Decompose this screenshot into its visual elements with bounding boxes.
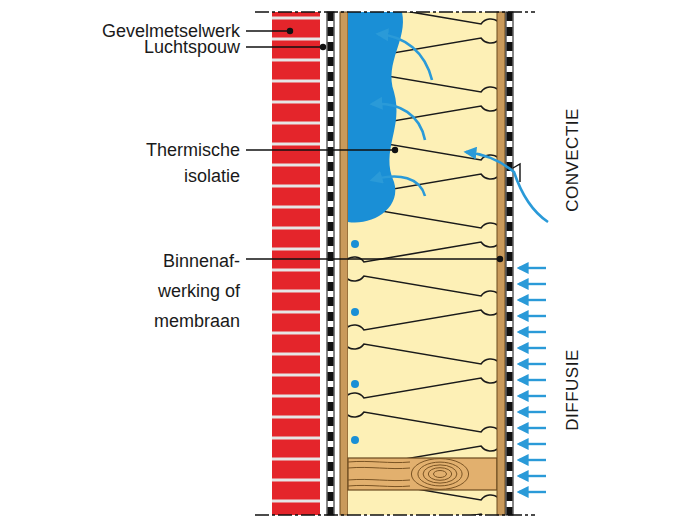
- inner-board: [497, 12, 505, 515]
- diffusion-arrow: [519, 475, 546, 477]
- outer-board: [340, 12, 348, 515]
- diffusion-arrow: [519, 267, 546, 269]
- wood-grain: [348, 459, 469, 490]
- process-label: CONVECTIE: [563, 108, 583, 212]
- diffusion-arrow: [519, 459, 546, 461]
- grain-ring: [411, 459, 468, 490]
- convection-arrows: [372, 34, 548, 222]
- mortar-joint: [272, 164, 320, 167]
- mortar-joint: [272, 59, 320, 62]
- mortar-joint: [272, 122, 320, 125]
- air-cavity: [320, 12, 340, 515]
- brick-facade: [272, 12, 320, 515]
- condensation-zone: [348, 12, 403, 223]
- mortar-joint: [272, 38, 320, 41]
- grain-line: [348, 479, 410, 480]
- diffusion-arrow: [519, 299, 546, 301]
- mortar-joint: [272, 269, 320, 272]
- leader-lines: [246, 31, 500, 259]
- diffusion-arrows: [519, 268, 546, 492]
- condensation-droplets: [351, 240, 359, 444]
- diffusion-arrow: [519, 363, 546, 365]
- diffusion-arrow: [519, 347, 546, 349]
- mortar-joint: [272, 416, 320, 419]
- mortar-joint: [272, 437, 320, 440]
- diffusion-arrow: [519, 427, 546, 429]
- leader-dots: [287, 28, 503, 262]
- grain-ring: [423, 465, 457, 483]
- part-label: Luchtspouw: [90, 34, 240, 60]
- diffusion-arrow: [519, 379, 546, 381]
- grain-ring: [428, 468, 451, 481]
- mortar-joint: [272, 332, 320, 335]
- mortar-joint: [272, 206, 320, 209]
- part-label: Binnenaf-werking of membraan: [124, 246, 240, 336]
- mortar-joint: [272, 17, 320, 20]
- diffusion-arrow: [519, 315, 546, 317]
- wind-barrier: [327, 12, 334, 515]
- mortar-joint: [272, 395, 320, 398]
- grain-ring: [434, 471, 447, 478]
- mortar-joint: [272, 458, 320, 461]
- mortar-joint: [272, 80, 320, 83]
- grain-line: [348, 461, 410, 462]
- mortar-joint: [272, 227, 320, 230]
- insulation-symbol: [348, 12, 497, 515]
- thermal-insulation: [348, 12, 497, 515]
- grain-line: [348, 467, 410, 468]
- mortar-joint: [272, 479, 320, 482]
- mortar-joint: [272, 101, 320, 104]
- mortar-joint: [272, 353, 320, 356]
- vapour-membrane: [506, 12, 513, 515]
- process-label: DIFFUSIE: [563, 349, 583, 430]
- mortar-joint: [272, 374, 320, 377]
- mortar-joint: [272, 500, 320, 503]
- section-cut-lines: [255, 12, 535, 515]
- diffusion-arrow: [519, 491, 546, 493]
- wind-barrier-dashes: [328, 12, 334, 515]
- vapour-membrane-dashes: [507, 12, 513, 515]
- timber-beam: [348, 458, 497, 490]
- mortar-joint: [272, 311, 320, 314]
- mortar-joint: [272, 290, 320, 293]
- mortar-joint: [272, 143, 320, 146]
- diffusion-arrow: [519, 443, 546, 445]
- diffusion-arrow: [519, 331, 546, 333]
- mortar-joint: [272, 248, 320, 251]
- diffusion-arrow: [519, 395, 546, 397]
- diffusion-arrow: [519, 283, 546, 285]
- mortar-joint: [272, 185, 320, 188]
- part-label: Thermische isolatie: [128, 137, 240, 189]
- grain-ring: [418, 462, 462, 486]
- grain-line: [348, 485, 410, 486]
- diffusion-arrow: [519, 411, 546, 413]
